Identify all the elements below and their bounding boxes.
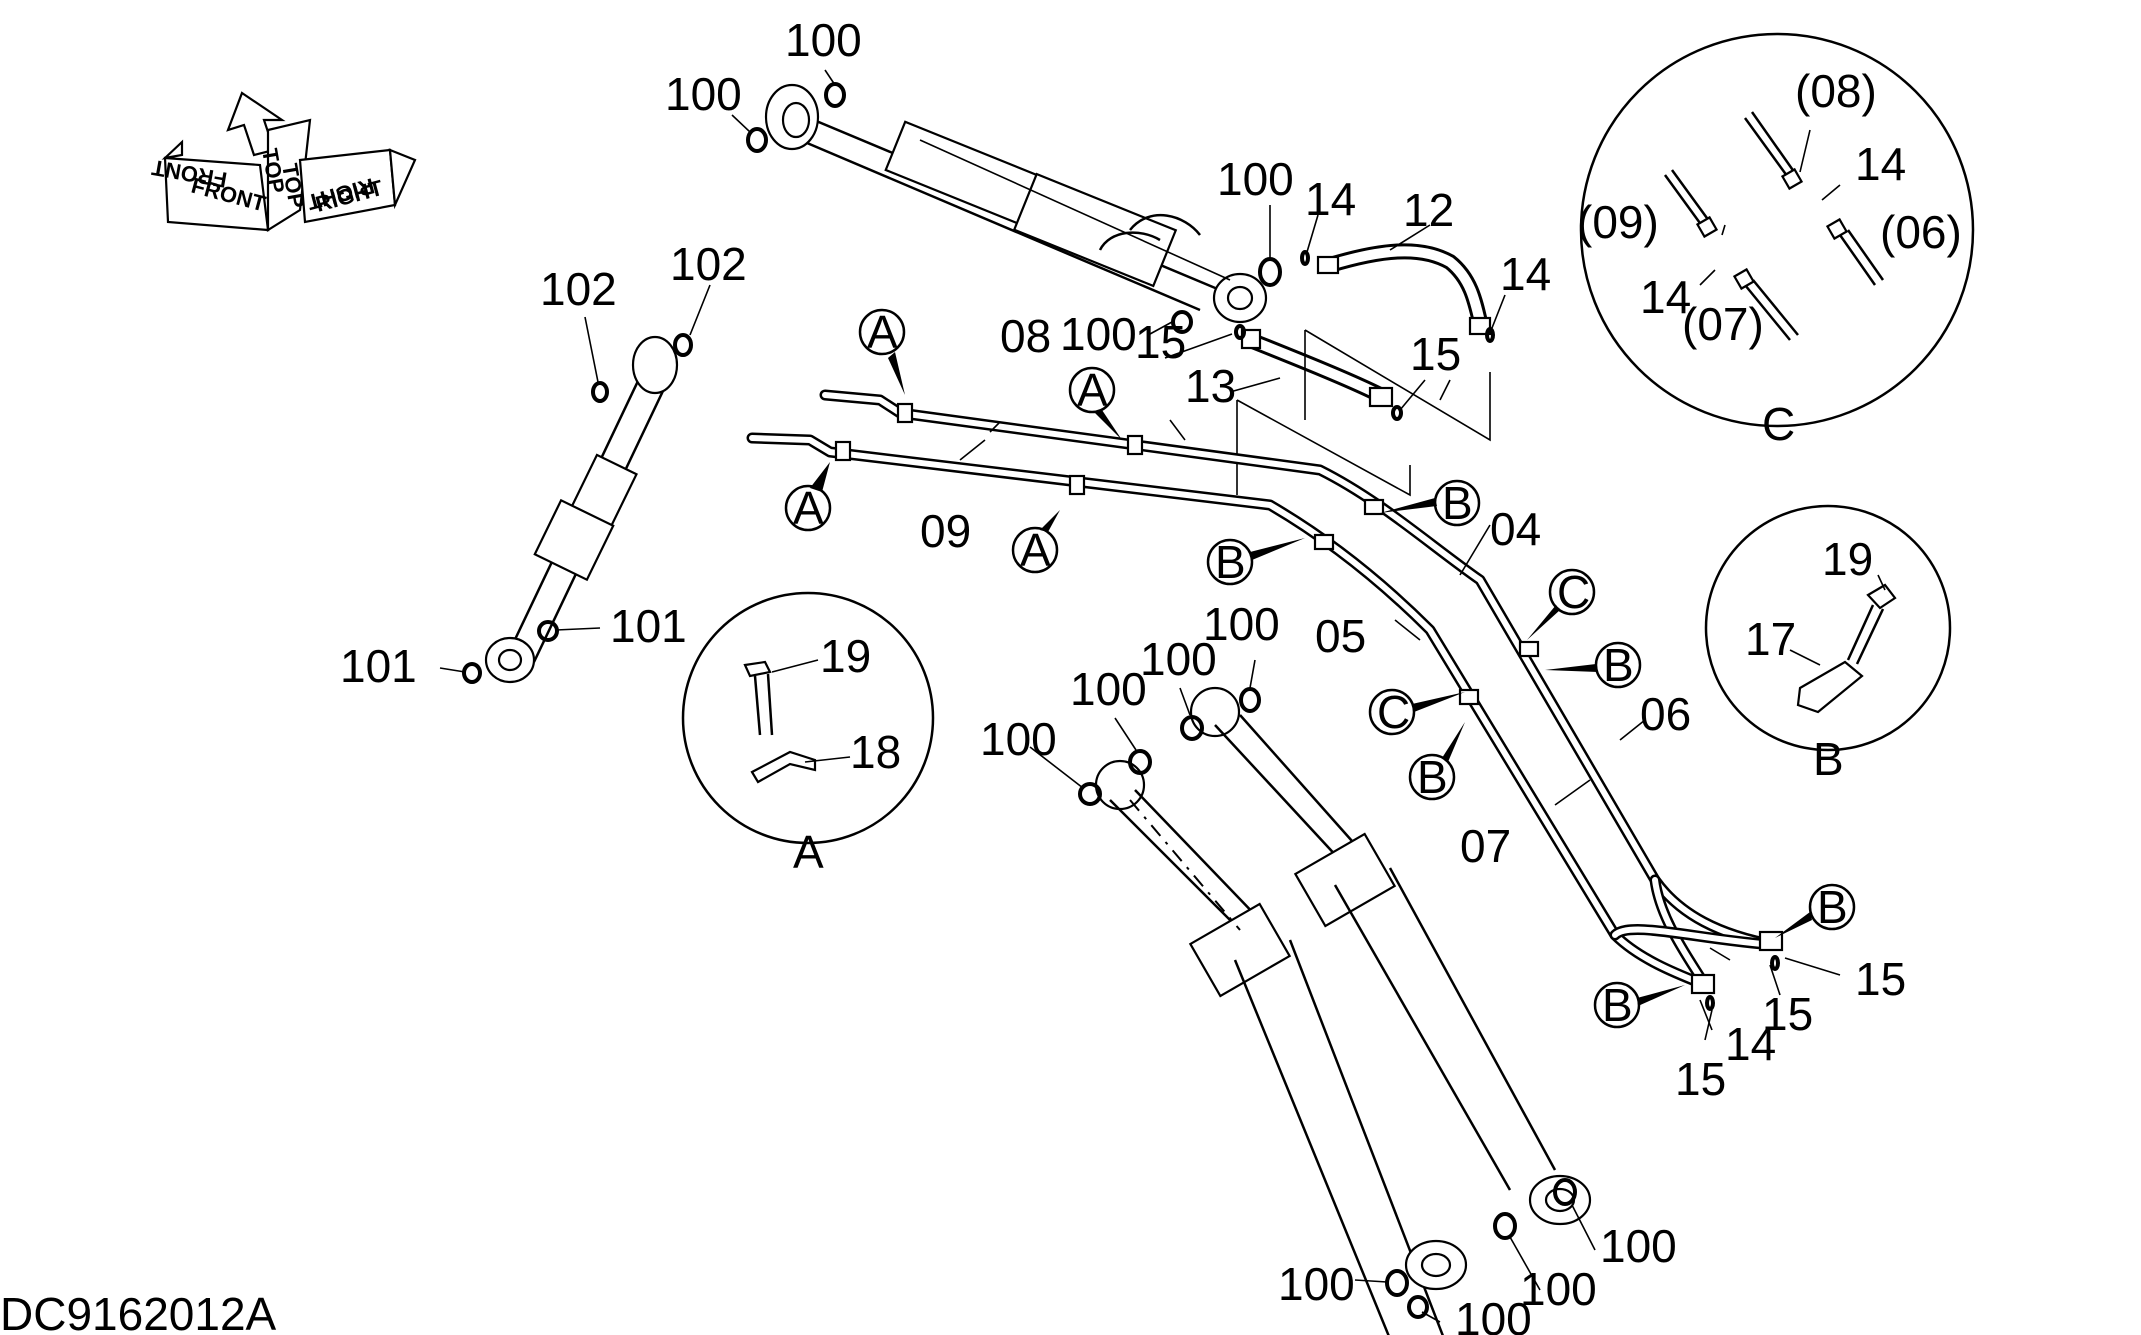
label-100: 100 [1140, 633, 1217, 685]
leader-lines [439, 69, 1841, 1323]
ref-a: A [1020, 524, 1051, 576]
ref-a: A [867, 306, 898, 358]
label-101: 101 [610, 600, 687, 652]
detail-c-label: C [1762, 398, 1795, 450]
label-15: 15 [1135, 316, 1186, 368]
label-17: 17 [1745, 613, 1796, 665]
detail-a [681, 591, 935, 845]
label-15: 15 [1762, 988, 1813, 1040]
front-arrow-icon [163, 156, 270, 232]
orientation-indicator: TOP TOP FRONT FRONT RIGHT RIGHT [149, 91, 417, 232]
label-100: 100 [980, 713, 1057, 765]
label-14: 14 [1725, 1018, 1776, 1070]
label-18: 18 [850, 726, 901, 778]
ref-b: B [1442, 477, 1473, 529]
label-14: 14 [1305, 173, 1356, 225]
label-100: 100 [1203, 598, 1280, 650]
detail-b [1704, 504, 1952, 752]
label-100: 100 [665, 68, 742, 120]
reference-bubbles [784, 308, 1856, 1029]
ref-a: A [1077, 364, 1108, 416]
label-13: 13 [1185, 360, 1236, 412]
o-rings [462, 82, 1780, 1319]
clamp [834, 440, 852, 462]
detail-a-label: A [793, 826, 824, 878]
label-15: 15 [1855, 953, 1906, 1005]
label-04: 04 [1490, 503, 1541, 555]
label-05: 05 [1315, 610, 1366, 662]
label-09: 09 [920, 505, 971, 557]
callout-labels: 100 100 100 100 100 100 100 100 100 100 … [340, 14, 1962, 1335]
label-19: 19 [820, 630, 871, 682]
label-100: 100 [1070, 663, 1147, 715]
clamp [1313, 533, 1335, 551]
label-p06: (06) [1880, 206, 1962, 258]
label-14-c: 14 [1855, 138, 1906, 190]
ref-b: B [1417, 751, 1448, 803]
label-07: 07 [1460, 820, 1511, 872]
detail-c [1579, 32, 1975, 428]
label-100: 100 [1600, 1220, 1677, 1272]
arm-cylinder [484, 335, 679, 684]
clamp [1363, 498, 1385, 516]
bubble-letters: A A A A B B C B C B B B A B C [793, 306, 1848, 1031]
detail-b-label: B [1813, 733, 1844, 785]
clamp-18-icon [750, 750, 817, 784]
bucket-cylinder-2 [1189, 686, 1592, 1226]
label-12: 12 [1403, 184, 1454, 236]
clamp [1458, 688, 1480, 706]
ref-b: B [1817, 881, 1848, 933]
label-101: 101 [340, 640, 417, 692]
label-102: 102 [540, 263, 617, 315]
drawing-code: DC9162012A [0, 1288, 277, 1335]
bucket-cylinder-1 [1094, 759, 1468, 1335]
pipe-fitting [1690, 973, 1716, 995]
clamp [1068, 474, 1086, 496]
label-100: 100 [1455, 1293, 1532, 1335]
bolt-19-icon [1866, 583, 1897, 610]
label-19: 19 [1822, 533, 1873, 585]
label-15: 15 [1675, 1053, 1726, 1105]
label-06: 06 [1640, 688, 1691, 740]
label-100: 100 [1520, 1263, 1597, 1315]
ref-b: B [1602, 979, 1633, 1031]
label-102: 102 [670, 238, 747, 290]
ref-c: C [1377, 686, 1410, 738]
label-100: 100 [1217, 153, 1294, 205]
label-08: 08 [1000, 310, 1051, 362]
label-100: 100 [1060, 308, 1137, 360]
clamp [1126, 434, 1144, 456]
pipe-fitting [1758, 930, 1784, 952]
label-p08: (08) [1795, 65, 1877, 117]
label-p09: (09) [1577, 196, 1659, 248]
label-100: 100 [1278, 1258, 1355, 1310]
label-p07: (07) [1682, 298, 1764, 350]
ref-a: A [793, 482, 824, 534]
boom-cylinder [764, 83, 1268, 324]
ref-c: C [1557, 566, 1590, 618]
label-100: 100 [785, 14, 862, 66]
ref-b: B [1603, 639, 1634, 691]
clamp [1518, 640, 1540, 658]
label-15: 15 [1410, 328, 1461, 380]
label-14-c: 14 [1640, 271, 1691, 323]
clamp [896, 402, 914, 424]
ref-b: B [1215, 536, 1246, 588]
label-14: 14 [1500, 248, 1551, 300]
clamp-17-icon [1796, 660, 1864, 714]
